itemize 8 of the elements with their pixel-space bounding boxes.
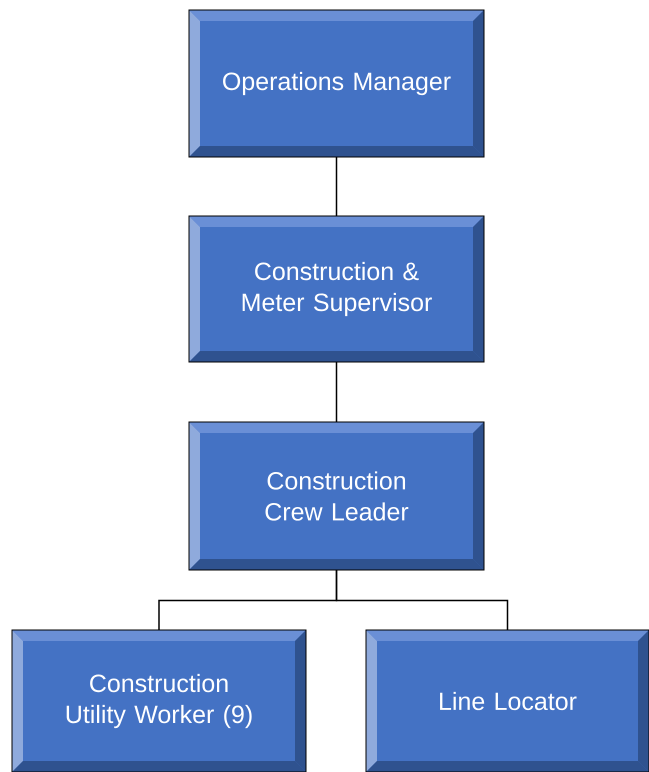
position-box: Construction Utility Worker (9) [12, 630, 306, 772]
connector-line [336, 362, 338, 422]
position-box: Construction Crew Leader [188, 422, 484, 570]
position-box: Line Locator [366, 630, 649, 772]
connector-line [336, 158, 338, 216]
position-box: Operations Manager [188, 10, 484, 158]
connector-line [336, 570, 508, 630]
position-box: Construction & Meter Supervisor [188, 216, 484, 362]
